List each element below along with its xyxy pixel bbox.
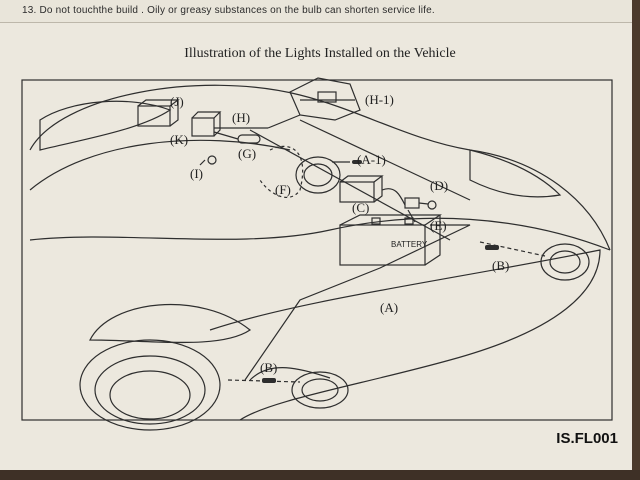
car-hood-outline — [29, 84, 611, 251]
wire-e — [407, 209, 416, 223]
document-code: IS.FL001 — [556, 430, 618, 447]
battery-top — [339, 214, 442, 266]
headlight-inner — [94, 355, 206, 425]
relay-k-top — [191, 111, 222, 137]
inset-h1-frame — [289, 77, 361, 121]
label-a: (A) — [380, 300, 399, 315]
lamp-f — [295, 156, 341, 194]
label-k: (K) — [170, 132, 189, 147]
label-d: (D) — [430, 178, 449, 193]
label-a1: (A-1) — [357, 152, 386, 167]
switch-j — [137, 105, 171, 127]
connector-b-lower — [262, 378, 276, 383]
lamp-f-bezel — [259, 145, 304, 198]
battery — [339, 224, 426, 266]
relay-c — [339, 181, 375, 203]
label-j: (J) — [170, 94, 184, 109]
label-e: (E) — [430, 218, 447, 233]
fog-lamp-lower — [291, 371, 349, 409]
header-note: 13. Do not touchthe build . Oily or grea… — [22, 5, 435, 16]
wire-c — [381, 188, 406, 206]
diagram-frame — [21, 79, 613, 421]
switch-j-top — [137, 99, 180, 127]
label-b-right: (B) — [492, 258, 510, 273]
headlight-core — [109, 370, 191, 420]
lamp-f-inner — [303, 163, 333, 187]
background-edge-bottom — [0, 470, 640, 480]
fog-lamp-right-inner — [549, 250, 581, 274]
ring-terminal-d — [427, 200, 437, 210]
connector-b-right — [485, 245, 499, 250]
label-f: (F) — [275, 182, 291, 197]
lower-lamp-bezel — [249, 367, 331, 381]
label-h1: (H-1) — [365, 92, 394, 107]
label-b-lower: (B) — [260, 360, 278, 375]
label-i: (I) — [190, 166, 203, 181]
hood-crease — [249, 129, 451, 241]
background-edge-right — [632, 0, 640, 480]
header-strip: 13. Do not touchthe build . Oily or grea… — [0, 0, 640, 23]
diagram-title: Illustration of the Lights Installed on … — [184, 46, 456, 61]
headlamp-right — [469, 149, 562, 198]
battery-terminal-neg — [371, 217, 381, 225]
fog-lamp-right — [540, 243, 590, 281]
bolt-i — [207, 155, 217, 165]
harness-a — [244, 224, 471, 381]
front-bumper — [209, 249, 601, 421]
inset-leader — [267, 114, 301, 129]
relay-c-top — [339, 175, 384, 203]
windshield-line — [29, 139, 291, 191]
label-h: (H) — [232, 110, 251, 125]
inset-connector — [317, 91, 337, 103]
battery-label: BATTERY — [391, 240, 428, 249]
fuse-holder-d — [404, 197, 420, 209]
wire-d — [418, 202, 429, 205]
fog-lamp-lower-inner — [301, 378, 339, 402]
relay-k — [191, 117, 215, 137]
bolt-i-lead — [199, 159, 206, 166]
wheel-arch — [89, 304, 252, 344]
battery-terminal-pos — [404, 217, 414, 225]
hood-crease-2 — [299, 119, 471, 201]
headlight-housing — [79, 339, 221, 431]
wire-g — [213, 131, 239, 140]
label-g: (G) — [238, 146, 257, 161]
connector-a1 — [352, 160, 362, 164]
car-body-line — [29, 217, 611, 251]
label-c: (C) — [352, 200, 370, 215]
